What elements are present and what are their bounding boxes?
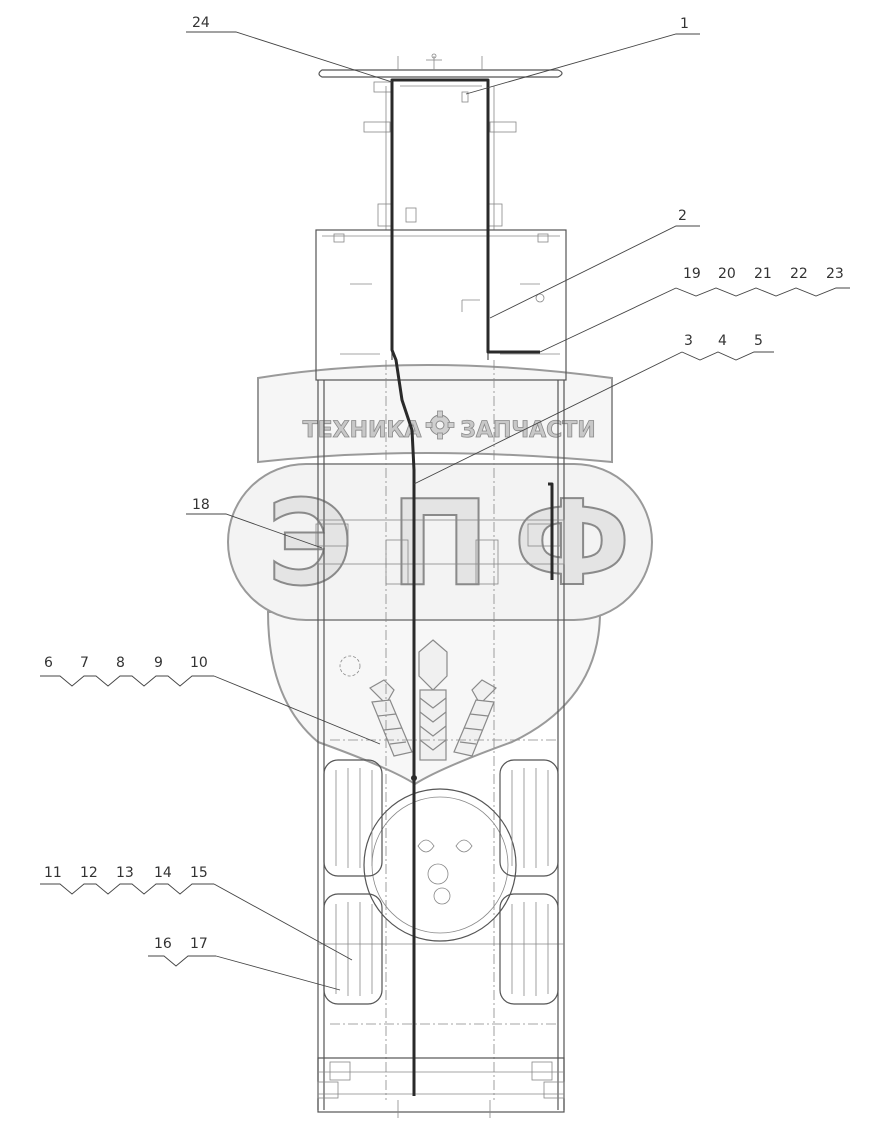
right-rear-tire <box>499 893 559 1005</box>
callout-14: 14 <box>154 865 172 881</box>
callout-17: 17 <box>190 936 208 952</box>
callout-20: 20 <box>718 266 736 282</box>
gear-icon <box>425 410 455 440</box>
harness-top-bar <box>390 78 490 84</box>
callout-2: 2 <box>678 208 687 224</box>
callout-9: 9 <box>154 655 163 671</box>
callout-3: 3 <box>684 333 693 349</box>
callout-16: 16 <box>154 936 172 952</box>
callout-leaders <box>40 31 850 991</box>
wheat-ears-icon <box>369 639 497 761</box>
callout-1: 1 <box>680 16 689 32</box>
watermark-letter-1: Э <box>267 474 354 612</box>
callout-7: 7 <box>80 655 89 671</box>
watermark-logo: ТЕХНИКА ЗАПЧАСТИ Э П Ф <box>227 364 653 786</box>
right-front-tire <box>499 759 559 877</box>
callout-18: 18 <box>192 497 210 513</box>
callout-numbers: 24 1 2 19 20 21 22 23 3 4 5 18 6 7 8 9 1… <box>44 15 844 952</box>
callout-8: 8 <box>116 655 125 671</box>
callout-22: 22 <box>790 266 808 282</box>
callout-4: 4 <box>718 333 727 349</box>
left-rear-tire <box>323 893 383 1005</box>
callout-15: 15 <box>190 865 208 881</box>
harness-connector <box>411 775 417 781</box>
callout-5: 5 <box>754 333 763 349</box>
watermark-banner <box>257 364 613 464</box>
callout-11: 11 <box>44 865 62 881</box>
watermark-letter-2: П <box>391 474 490 612</box>
callout-23: 23 <box>826 266 844 282</box>
harness-right-branch <box>486 84 540 354</box>
left-front-tire <box>323 759 383 877</box>
watermark-right-word: ЗАПЧАСТИ <box>460 418 595 443</box>
callout-24: 24 <box>192 15 210 31</box>
callout-13: 13 <box>116 865 134 881</box>
callout-21: 21 <box>754 266 772 282</box>
watermark-oval <box>227 463 653 621</box>
callout-6: 6 <box>44 655 53 671</box>
watermark-left-word: ТЕХНИКА <box>303 418 422 443</box>
callout-12: 12 <box>80 865 98 881</box>
watermark-letter-3: Ф <box>513 474 630 612</box>
callout-10: 10 <box>190 655 208 671</box>
harness-left-branch <box>390 84 416 1096</box>
harness-rear-branch <box>548 482 554 580</box>
callout-19: 19 <box>683 266 701 282</box>
